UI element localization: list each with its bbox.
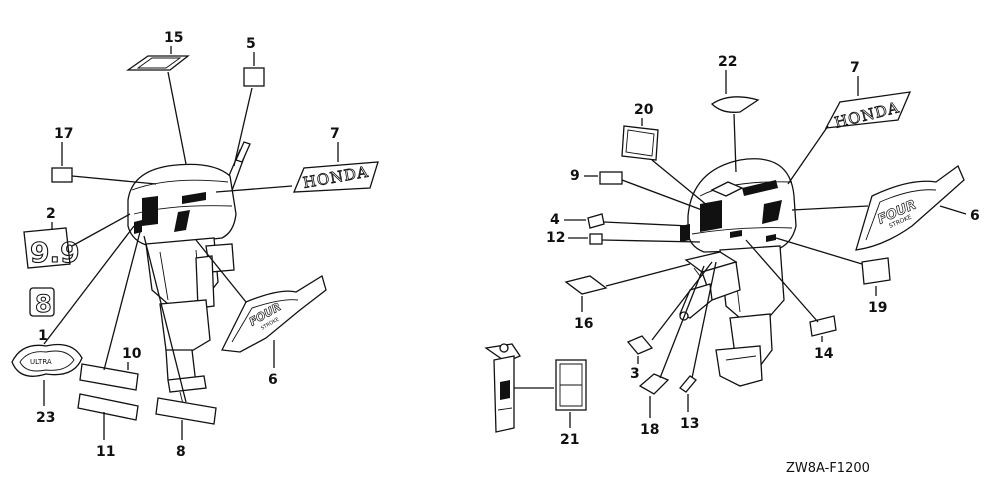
decal-14 [809,315,837,337]
decal-8 [155,397,217,425]
decal-13 [679,375,697,393]
decal-21 [555,359,587,411]
callout-14: 14 [814,346,834,362]
decal-20 [621,125,659,161]
callout-9: 9 [570,168,580,184]
callout-12: 12 [546,230,565,246]
decal-1-eight: 8 [29,287,55,319]
decal-15 [125,55,190,71]
decal-23-ultra: ULTRA [11,343,83,377]
decal-4 [587,213,605,229]
callout-7-right: 7 [850,60,860,76]
callout-20: 20 [634,102,654,118]
decal-6-four-stroke-right: FOUR STROKE [855,164,965,251]
callout-6-right: 6 [970,208,980,224]
decal-19 [861,257,891,285]
callout-11: 11 [96,444,115,460]
callout-22: 22 [718,54,737,70]
svg-text:8: 8 [35,290,52,318]
callout-6-left: 6 [268,372,278,388]
diagram-code: ZW8A-F1200 [786,461,870,476]
callout-15: 15 [164,30,183,46]
callout-5: 5 [246,36,256,52]
callout-4: 4 [550,212,560,228]
callout-17: 17 [54,126,73,142]
left-outboard-motor [127,141,251,409]
decal-16 [564,275,608,295]
callout-13: 13 [680,416,699,432]
callout-7-left: 7 [330,126,340,142]
decal-7-honda-logo: HONDA [293,161,379,193]
decal-2-nine-point-nine: 9.9 [23,227,80,270]
decal-12 [589,233,603,245]
callout-10: 10 [122,346,142,362]
svg-text:ULTRA: ULTRA [30,358,52,366]
decal-22 [710,96,760,113]
callout-19: 19 [868,300,887,316]
decal-5 [243,67,265,87]
decal-3 [626,335,654,355]
callout-8: 8 [176,444,186,460]
callout-3: 3 [630,366,640,382]
decal-17 [51,167,73,183]
callout-2: 2 [46,206,56,222]
callout-18: 18 [640,422,659,438]
callout-16: 16 [574,316,593,332]
decal-18 [638,373,670,395]
tiller-handle-detail [484,343,521,433]
decal-9 [599,171,623,185]
callout-21: 21 [560,432,579,448]
svg-text:9.9: 9.9 [30,236,80,269]
decal-10 [79,363,139,391]
decal-11 [77,393,139,421]
callout-23: 23 [36,410,55,426]
right-clamp-bracket [679,251,741,321]
decal-7-honda-logo-right: HONDA [824,91,912,132]
callout-1: 1 [38,328,48,344]
decal-6-four-stroke-left: FOUR STROKE [221,274,327,353]
